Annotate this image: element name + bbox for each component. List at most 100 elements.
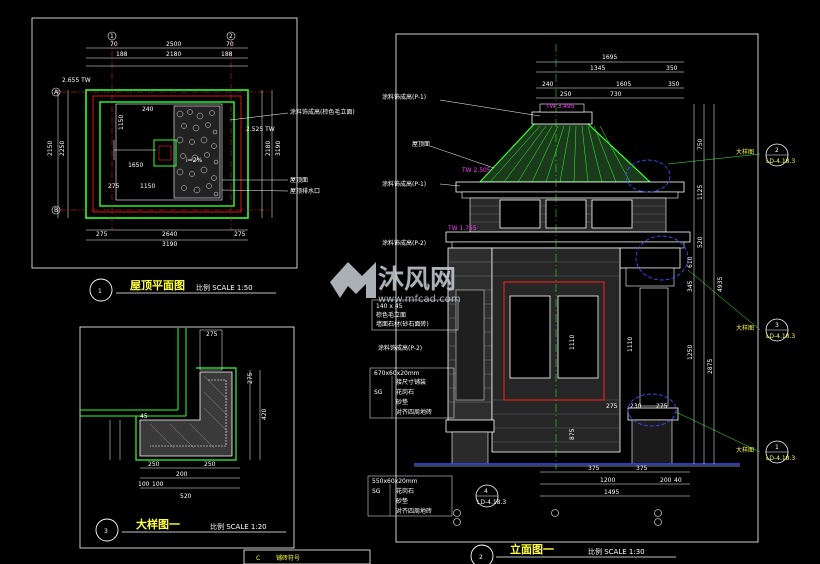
- elev-bottom-dim-4: 200: [660, 477, 672, 484]
- elev-mid-dim-6: 875: [569, 428, 576, 440]
- elev-top-dim-0: 1695: [602, 54, 617, 61]
- elev-label-0: 涂料饰成高(P-1): [382, 93, 426, 101]
- svg-text:1: 1: [110, 33, 114, 40]
- detail-number: 3: [104, 528, 108, 535]
- svg-text:棕色毛立面: 棕色毛立面: [376, 311, 406, 319]
- elev-side-dim-0: 4935: [717, 277, 724, 292]
- svg-text:砂垫: 砂垫: [396, 398, 408, 406]
- elev-side-dim-3: 750: [697, 138, 704, 150]
- note-block-a: 140 x 45 棕色毛立面 墙面石材(砂石面砖): [371, 299, 459, 331]
- svg-text:大样图: 大样图: [736, 446, 754, 454]
- plan-dim-top-2: 70: [226, 41, 234, 48]
- plan-dim-bottom-3: 3190: [162, 241, 177, 248]
- legend-code: C: [256, 555, 260, 562]
- detail-scale: 比例 SCALE 1:20: [210, 522, 267, 531]
- svg-text:大样图: 大样图: [736, 148, 754, 156]
- svg-text:670x60x20mm: 670x60x20mm: [374, 370, 420, 377]
- plan-number: 1: [98, 288, 102, 295]
- detail-dim-8: 100: [152, 481, 164, 488]
- svg-text:LD-4.18.3: LD-4.18.3: [477, 499, 506, 506]
- callout-ref-2: 大样图 2 LD-4.18.3: [625, 143, 795, 193]
- detail-panel: 275 45 250 200 250 520 100 100 420 275 3…: [79, 326, 295, 549]
- note-block-b: 670x60x20mm 接尺寸铺装 SG 花岗石 砂垫 对齐四周地砖: [369, 367, 455, 419]
- elev-side-dim-5: 610: [687, 256, 694, 268]
- svg-text:墙面石材(砂石面砖): 墙面石材(砂石面砖): [376, 320, 429, 328]
- plan-dim-bottom-2: 275: [234, 231, 246, 238]
- elev-tw-2: TW 1.755: [447, 225, 477, 232]
- callout-ref-3: 大样图 3 LD-4.18.3: [635, 235, 795, 342]
- svg-text:LD-4.18.3: LD-4.18.3: [766, 158, 795, 165]
- plan-dim-left-1: 2250: [59, 141, 66, 156]
- elev-tw-1: TW 2.505: [461, 167, 491, 174]
- plan-label-coating: 涂料饰成高(棕色毛立面): [290, 108, 355, 116]
- plan-dim-top-4: 2180: [166, 51, 181, 58]
- plan-scale: 比例 SCALE 1:50: [196, 283, 253, 292]
- plan-label-drain: 屋顶排水口: [290, 187, 320, 195]
- grid-bubble-B: B: [51, 205, 61, 215]
- plan-dim-right-1: 2180: [265, 141, 272, 156]
- elev-label-1: 屋顶面: [412, 141, 430, 148]
- detail-dim-5: 250: [204, 461, 216, 468]
- elev-top-dim-3: 240: [542, 81, 554, 88]
- roof-plan-panel: 70 2500 70 188 2180 188 275 2640 275 319…: [31, 17, 355, 302]
- detail-dim-1: 45: [140, 413, 148, 420]
- plan-dim-left-0: 2150: [47, 141, 54, 156]
- svg-text:对齐四周地砖: 对齐四周地砖: [396, 507, 432, 515]
- door-left: [509, 295, 551, 379]
- watermark-url: www.mfcad.com: [378, 294, 461, 305]
- plan-dim-top-5: 188: [221, 51, 233, 58]
- detail-dim-9: 420: [261, 408, 268, 420]
- svg-text:140 x 45: 140 x 45: [376, 303, 403, 310]
- elev-bottom-dim-3: 1495: [604, 489, 619, 496]
- svg-text:SG: SG: [372, 488, 381, 495]
- detail-dim-4: 200: [176, 471, 188, 478]
- svg-text:花岗石: 花岗石: [396, 388, 414, 396]
- elev-side-dim-7: 1250: [687, 345, 694, 360]
- elevation-panel: 1695 1345 350 240 1605 350 250 730 涂料饰成高…: [367, 33, 795, 564]
- plan-dim-bottom-0: 275: [96, 231, 108, 238]
- elev-top-dim-7: 730: [610, 91, 622, 98]
- detail-dim-6: 520: [180, 493, 192, 500]
- note-block-c: 550x60x20mm SG 花岗石 砂垫 对齐四周地砖: [367, 475, 453, 517]
- plan-dim-top-1: 2500: [166, 41, 181, 48]
- watermark: 沐风网 www.mfcad.com: [330, 262, 461, 305]
- svg-text:砂垫: 砂垫: [396, 497, 408, 505]
- elev-tw-0: TW 3.495: [545, 103, 575, 110]
- elev-bottom-dim-1: 375: [636, 465, 648, 472]
- elev-top-dim-2: 350: [666, 65, 678, 72]
- elev-scale: 比例 SCALE 1:30: [588, 547, 645, 556]
- plan-label-tw2: 2.525 TW: [246, 126, 275, 133]
- watermark-brand: 沐风网: [378, 265, 456, 295]
- svg-text:接尺寸铺装: 接尺寸铺装: [396, 378, 426, 386]
- plan-label-tw: 2.655 TW: [62, 77, 91, 84]
- elev-bottom-dim-2: 1200: [600, 477, 615, 484]
- elev-mid-dim-1: 1110: [627, 337, 634, 352]
- elev-label-3: 涂料饰成高(P-2): [382, 239, 426, 247]
- plan-dim-bottom-1: 2640: [162, 231, 177, 238]
- detail-section-hatch: [139, 371, 233, 457]
- svg-text:550x60x20mm: 550x60x20mm: [372, 478, 418, 485]
- elev-side-dim-2: 1125: [697, 185, 704, 200]
- elev-mid-dim-2: 275: [606, 403, 618, 410]
- plan-inner-dim-4: 275: [108, 183, 120, 190]
- elev-top-dim-1: 1345: [590, 65, 605, 72]
- svg-text:花岗石: 花岗石: [396, 487, 414, 495]
- detail-dim-0: 275: [206, 331, 218, 338]
- svg-text:1: 1: [775, 444, 779, 451]
- svg-text:A: A: [54, 89, 59, 96]
- section-ref-bubble: 4 LD-4.18.3: [475, 484, 506, 508]
- svg-text:B: B: [54, 207, 58, 214]
- plan-dim-top-0: 70: [110, 41, 118, 48]
- grid-bubble-A: A: [51, 87, 61, 97]
- grid-bubble-1: 1: [107, 31, 117, 41]
- elev-mid-dim-4: 275: [656, 403, 668, 410]
- svg-text:对齐四周地砖: 对齐四周地砖: [396, 408, 432, 416]
- elev-top-dim-6: 250: [560, 91, 572, 98]
- svg-text:2: 2: [775, 147, 779, 154]
- elev-top-dim-4: 1605: [616, 81, 631, 88]
- elev-mid-dim-3: 230: [630, 403, 642, 410]
- plan-label-slope: i=2%: [186, 157, 203, 164]
- elev-bottom-dim-5: 40: [674, 477, 682, 484]
- elev-bottom-dim-0: 375: [588, 465, 600, 472]
